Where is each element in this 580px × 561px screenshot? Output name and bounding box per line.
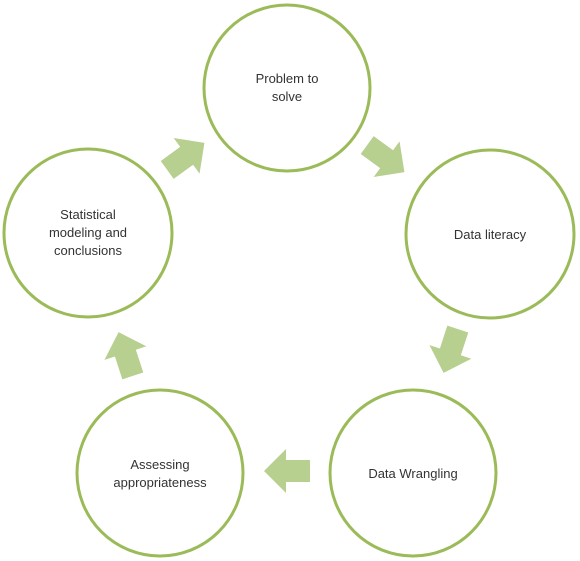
arrow-wrangling-to-assessing: [264, 449, 310, 493]
node-circle-assessing: [75, 388, 245, 558]
node-circle-problem: [202, 3, 372, 173]
arrow-assessing-to-modeling: [104, 332, 147, 380]
arrow-modeling-to-problem: [160, 138, 205, 179]
arrow-literacy-to-wrangling: [429, 325, 472, 373]
node-circle-literacy: [404, 148, 576, 320]
node-circle-wrangling: [328, 388, 498, 558]
arrow-problem-to-literacy: [360, 136, 405, 177]
node-circle-modeling: [2, 147, 174, 319]
